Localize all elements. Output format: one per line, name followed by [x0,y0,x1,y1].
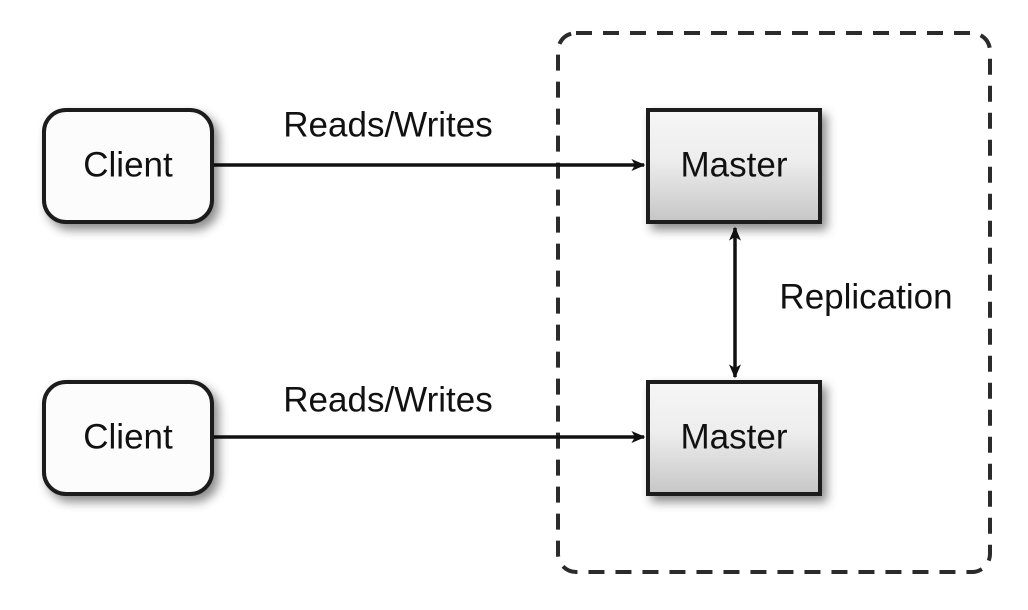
client-top-box[interactable] [42,108,214,224]
edge-label-reads-writes-bottom: Reads/Writes [283,380,492,419]
replication-cluster-boundary [556,31,992,574]
node-client-top[interactable]: Client [42,108,214,224]
node-master-bottom[interactable]: Master [646,380,822,496]
client-bottom-box[interactable] [42,380,214,496]
client-top-label: Client [83,145,173,184]
edge-label-replication: Replication [779,277,952,316]
master-bottom-box[interactable] [646,380,822,496]
edge-label-reads-writes-top: Reads/Writes [283,105,492,144]
master-top-label: Master [681,145,788,184]
master-bottom-label: Master [681,417,788,456]
client-bottom-label: Client [83,417,173,456]
node-master-top[interactable]: Master [646,108,822,224]
master-top-box[interactable] [646,108,822,224]
node-client-bottom[interactable]: Client [42,380,214,496]
